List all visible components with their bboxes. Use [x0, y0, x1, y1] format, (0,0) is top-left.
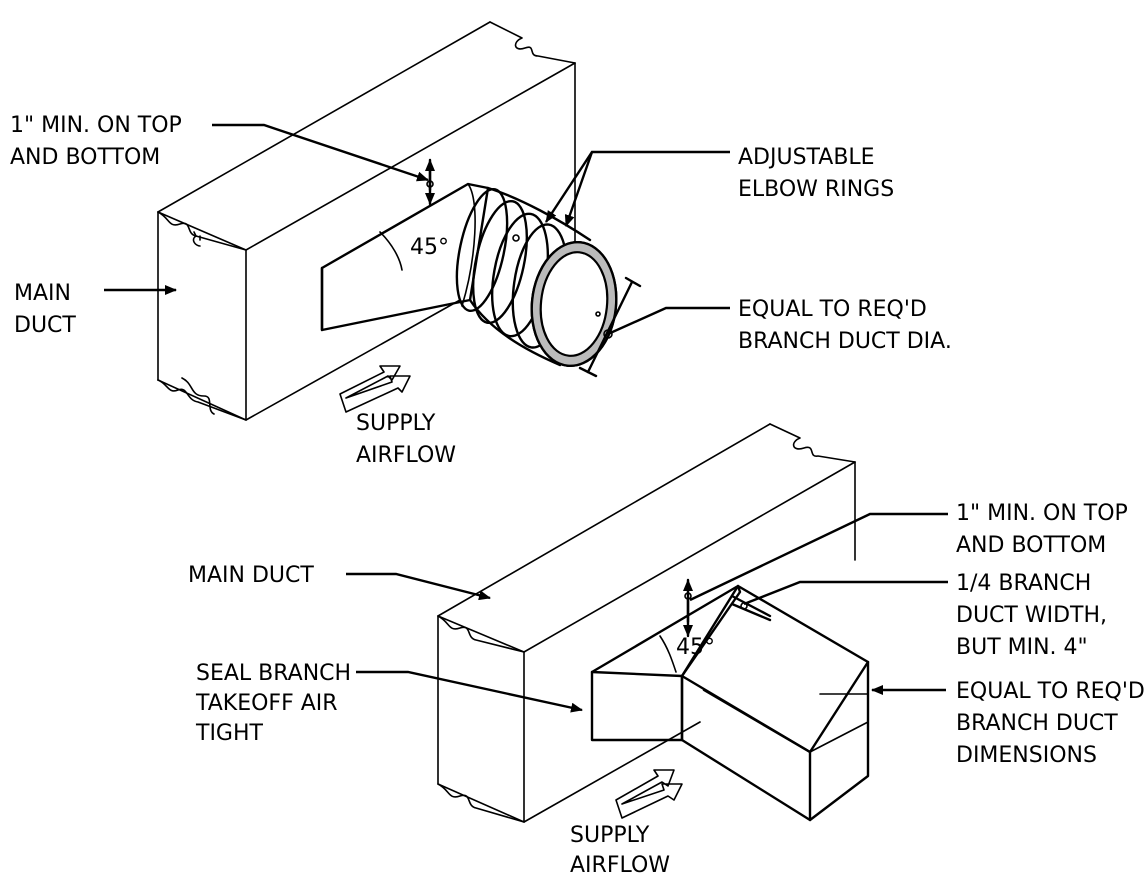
top-equal-label-line1: EQUAL TO REQ'D	[738, 297, 927, 322]
top-min-label-line2: AND BOTTOM	[10, 145, 160, 170]
bottom-equal-label-line2: BRANCH DUCT	[956, 711, 1118, 736]
main-duct-box-top	[157, 21, 576, 421]
bottom-min-label-line2: AND BOTTOM	[956, 533, 1106, 558]
rectangular-branch-duct	[680, 584, 870, 822]
quarter-width-label-line2: DUCT WIDTH,	[956, 603, 1107, 628]
bottom-airflow-label-line1: SUPPLY	[570, 823, 650, 848]
bottom-equal-label-line3: DIMENSIONS	[956, 743, 1097, 768]
quarter-width-label-line1: 1/4 BRANCH	[956, 571, 1091, 596]
top-angle-label: 45°	[410, 235, 449, 260]
rectangular-takeoff-detail: 1" MIN. ON TOP AND BOTTOM MAIN DUCT 1/4 …	[188, 423, 1145, 876]
round-takeoff-detail: 1" MIN. ON TOP AND BOTTOM ADJUSTABLE ELB…	[10, 21, 952, 468]
round-elbow	[455, 186, 618, 368]
bottom-equal-label-line1: EQUAL TO REQ'D	[956, 679, 1145, 704]
seal-label-line3: TIGHT	[195, 721, 264, 746]
main-duct-box-bottom	[437, 423, 856, 823]
seal-label-line2: TAKEOFF AIR	[195, 691, 338, 716]
seal-label-line1: SEAL BRANCH	[196, 661, 351, 686]
quarter-width-label-line3: BUT MIN. 4"	[956, 635, 1088, 660]
top-airflow-label-line1: SUPPLY	[356, 411, 436, 436]
top-main-duct-label-line2: DUCT	[14, 313, 76, 338]
top-min-label-line1: 1" MIN. ON TOP	[10, 113, 182, 138]
supply-airflow-arrow-bottom	[615, 769, 683, 819]
top-main-duct-label-line1: MAIN	[14, 281, 71, 306]
elbow-rings-label-line2: ELBOW RINGS	[738, 177, 894, 202]
top-equal-label-line2: BRANCH DUCT DIA.	[738, 329, 952, 354]
top-airflow-label-line2: AIRFLOW	[356, 443, 456, 468]
shoe-takeoff-bottom	[590, 584, 742, 742]
supply-airflow-arrow-top	[339, 365, 411, 413]
bottom-angle-label: 45°	[676, 635, 715, 660]
bottom-min-label-line1: 1" MIN. ON TOP	[956, 501, 1128, 526]
bottom-airflow-label-line2: AIRFLOW	[570, 853, 670, 876]
elbow-rings-label-line1: ADJUSTABLE	[738, 145, 875, 170]
bottom-main-duct-label: MAIN DUCT	[188, 563, 314, 588]
